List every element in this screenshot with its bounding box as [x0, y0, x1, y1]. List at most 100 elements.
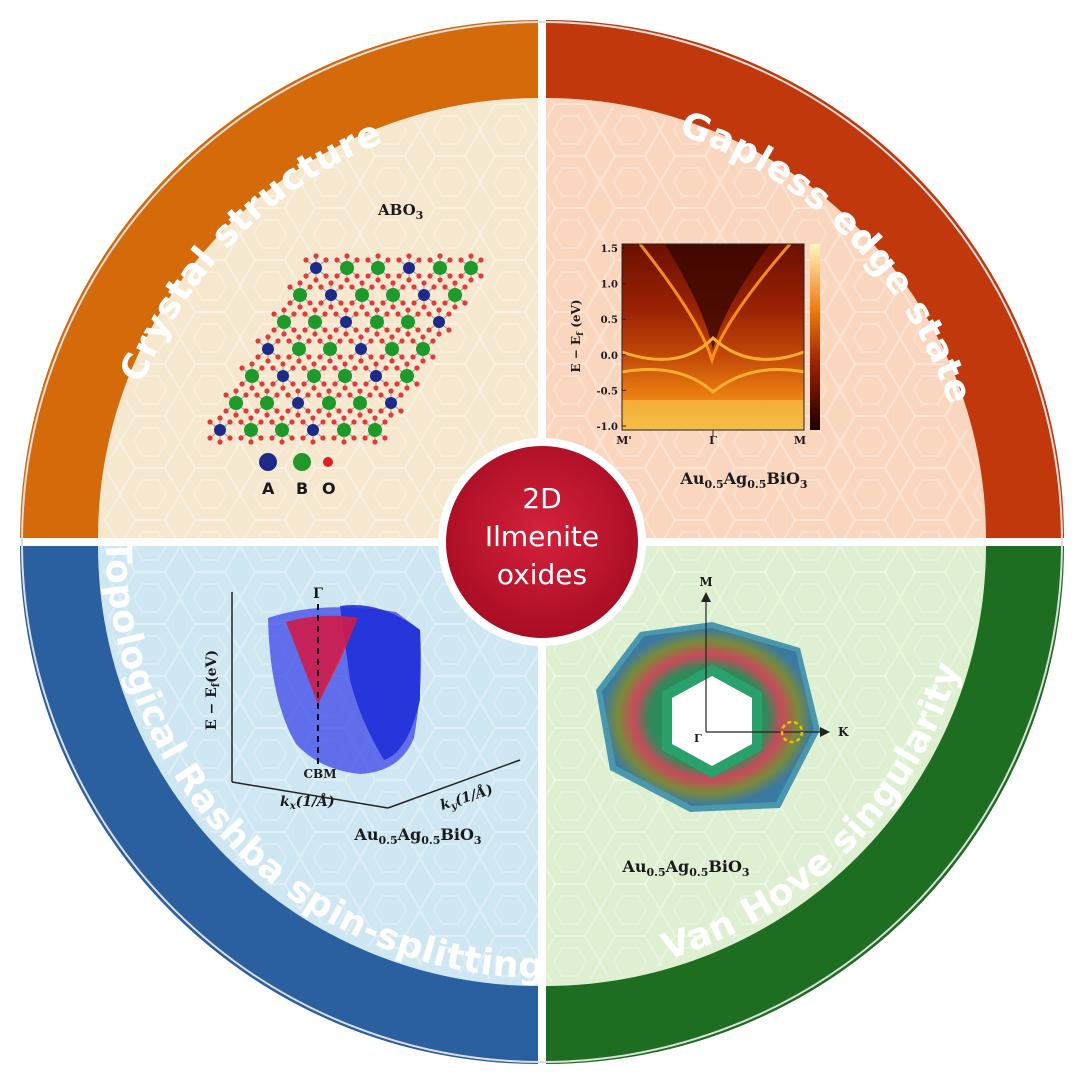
- atom-o: [405, 307, 411, 313]
- atom-a: [418, 289, 430, 301]
- atom-o: [462, 300, 468, 306]
- atom-o: [348, 338, 354, 344]
- atom-o: [321, 365, 327, 371]
- atom-o: [399, 338, 405, 344]
- atom-o: [420, 334, 426, 340]
- atom-o: [286, 338, 292, 344]
- atom-o: [318, 300, 324, 306]
- atom-o: [264, 412, 270, 418]
- atom-o: [321, 381, 327, 387]
- atom-o: [351, 435, 357, 441]
- atom-o: [281, 307, 287, 313]
- atom-o: [427, 257, 433, 263]
- atom-o: [331, 435, 337, 441]
- atom-o: [400, 300, 406, 306]
- atom-b: [371, 261, 385, 275]
- atom-o: [334, 257, 340, 263]
- atom-o: [326, 412, 332, 418]
- atom-o: [331, 419, 337, 425]
- atom-b: [340, 261, 354, 275]
- atom-o: [352, 381, 358, 387]
- atom-o: [301, 381, 307, 387]
- atom-o: [248, 415, 254, 421]
- atom-b: [229, 396, 243, 410]
- vanhove-gamma-label: Γ: [694, 732, 702, 745]
- atom-o: [369, 300, 375, 306]
- atom-o: [442, 284, 448, 290]
- atom-o: [258, 435, 264, 441]
- atom-o: [362, 419, 368, 425]
- center-line-3: oxides: [497, 558, 587, 591]
- atom-o: [307, 300, 313, 306]
- rashba-inner-cone: [286, 615, 358, 704]
- atom-o: [390, 280, 396, 286]
- atom-a: [433, 316, 445, 328]
- atom-o: [310, 439, 316, 445]
- atom-o: [269, 419, 275, 425]
- atom-o: [468, 253, 474, 259]
- vanhove-panel: M K Γ Au0.5Ag0.5BiO3: [596, 575, 849, 879]
- atom-o: [452, 304, 458, 310]
- atom-o: [353, 311, 359, 317]
- atom-o: [399, 354, 405, 360]
- atom-a: [370, 370, 382, 382]
- atom-o: [297, 280, 303, 286]
- atom-o: [320, 419, 326, 425]
- atom-o: [289, 419, 295, 425]
- atom-o: [227, 435, 233, 441]
- atom-o: [380, 300, 386, 306]
- atom-o: [341, 439, 347, 445]
- atom-o: [281, 331, 287, 337]
- atom-o: [313, 253, 319, 259]
- atom-o: [347, 408, 353, 414]
- atom-o: [359, 280, 365, 286]
- atom-o: [328, 280, 334, 286]
- atom-o: [458, 273, 464, 279]
- atom-b: [260, 396, 274, 410]
- atom-o: [353, 327, 359, 333]
- atom-o: [323, 273, 329, 279]
- atom-o-icon: [323, 457, 333, 467]
- atom-o: [352, 365, 358, 371]
- atom-b: [385, 342, 399, 356]
- atom-a: [403, 262, 415, 274]
- atom-o: [375, 253, 381, 259]
- crystal-lattice-drawing: [207, 253, 484, 445]
- atom-o: [372, 415, 378, 421]
- atom-b: [292, 342, 306, 356]
- atom-o: [312, 331, 318, 337]
- atom-o: [373, 361, 379, 367]
- atom-o: [271, 311, 277, 317]
- gapless-edge-panel: 1.51.00.50.0-0.5-1.0 M' Γ M E − Ef (eV) …: [569, 243, 820, 491]
- atom-o: [227, 419, 233, 425]
- atom-o: [446, 311, 452, 317]
- atom-o: [348, 354, 354, 360]
- atom-a: [307, 424, 319, 436]
- atom-o: [414, 381, 420, 387]
- atom-o: [406, 253, 412, 259]
- atom-o: [322, 327, 328, 333]
- atom-o: [437, 253, 443, 259]
- atom-o: [404, 385, 410, 391]
- atom-o: [452, 280, 458, 286]
- atom-o: [363, 365, 369, 371]
- gapless-ytick-label: 0.0: [601, 351, 618, 362]
- atom-a: [214, 424, 226, 436]
- atom-o: [354, 273, 360, 279]
- atom-o: [390, 304, 396, 310]
- atom-o: [344, 277, 350, 283]
- atom-a: [385, 397, 397, 409]
- atom-o: [415, 311, 421, 317]
- atom-o: [290, 365, 296, 371]
- atom-b: [337, 423, 351, 437]
- atom-o: [259, 365, 265, 371]
- atom-a: [355, 343, 367, 355]
- atom-o: [374, 307, 380, 313]
- gapless-xtick-m: M: [794, 434, 806, 447]
- crystal-structure-panel: ABO3 A B O: [207, 201, 484, 498]
- atom-o: [295, 412, 301, 418]
- atom-o: [312, 307, 318, 313]
- atom-o: [411, 300, 417, 306]
- atom-b: [308, 315, 322, 329]
- atom-o: [303, 273, 309, 279]
